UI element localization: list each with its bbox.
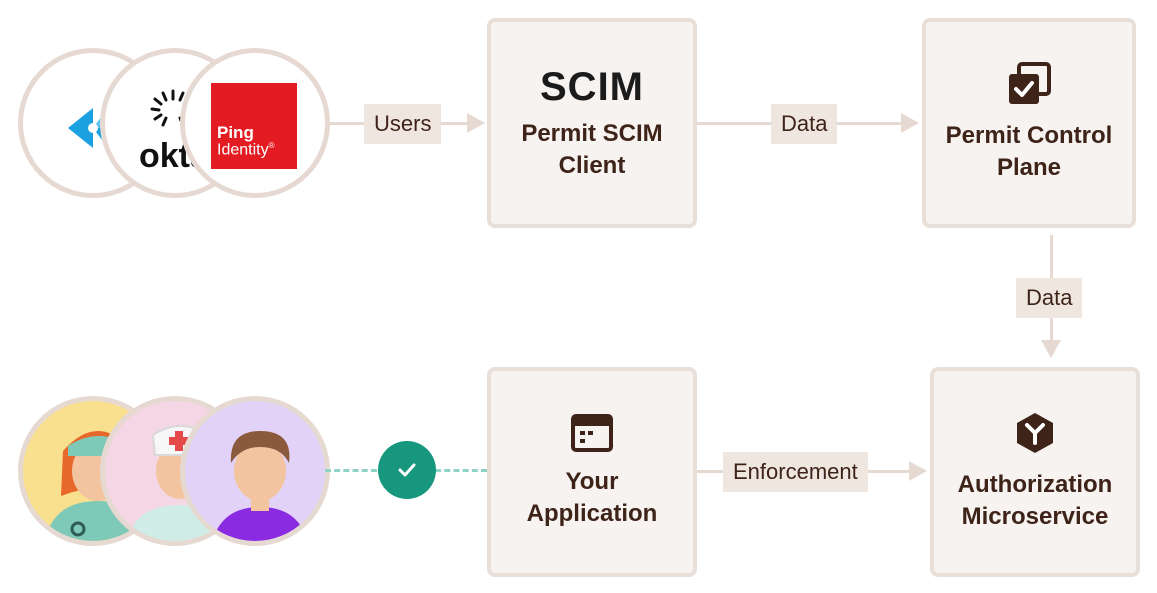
data-arrow-2 [1041, 340, 1061, 358]
data-label-1: Data [771, 104, 838, 144]
ping-identity-logo: Ping Identity® [211, 83, 297, 169]
control-plane-title-line2: Plane [996, 154, 1062, 181]
checkmark-icon [398, 463, 416, 477]
scim-logo: SCIM [540, 64, 644, 109]
ping-logo-line2-text: Identity [217, 141, 269, 159]
control-plane-title-line1: Permit Control [945, 122, 1113, 149]
enforcement-arrow [909, 461, 927, 481]
users-arrow [467, 113, 485, 133]
browser-window-icon [571, 414, 613, 452]
control-plane-box: Permit Control Plane [922, 18, 1136, 228]
ping-logo-line1: Ping [217, 123, 254, 142]
application-title-line1: Your [565, 468, 619, 495]
checked-squares-icon [1009, 62, 1051, 104]
authorization-title-line2: Microservice [961, 503, 1109, 530]
ping-identity-circle: Ping Identity® [180, 48, 330, 198]
authorization-box: Authorization Microservice [930, 367, 1140, 577]
hexagon-y-icon [1017, 413, 1053, 453]
status-check-badge [378, 441, 436, 499]
data-label-2: Data [1016, 278, 1083, 318]
ping-logo-line2: Identity® [217, 141, 275, 159]
enforcement-label: Enforcement [723, 452, 868, 492]
users-label: Users [364, 104, 442, 144]
scim-client-title-line2: Client [558, 151, 626, 179]
scim-client-box: SCIM Permit SCIM Client [487, 18, 697, 228]
application-box: Your Application [487, 367, 697, 577]
authorization-title-line1: Authorization [957, 471, 1113, 498]
user-avatar-icon [212, 431, 308, 541]
scim-client-title-line1: Permit SCIM [521, 119, 663, 147]
ping-logo-mark: ® [268, 141, 275, 150]
avatar-user-circle [180, 396, 330, 546]
application-title-line2: Application [526, 500, 658, 527]
data-arrow-1 [901, 113, 919, 133]
